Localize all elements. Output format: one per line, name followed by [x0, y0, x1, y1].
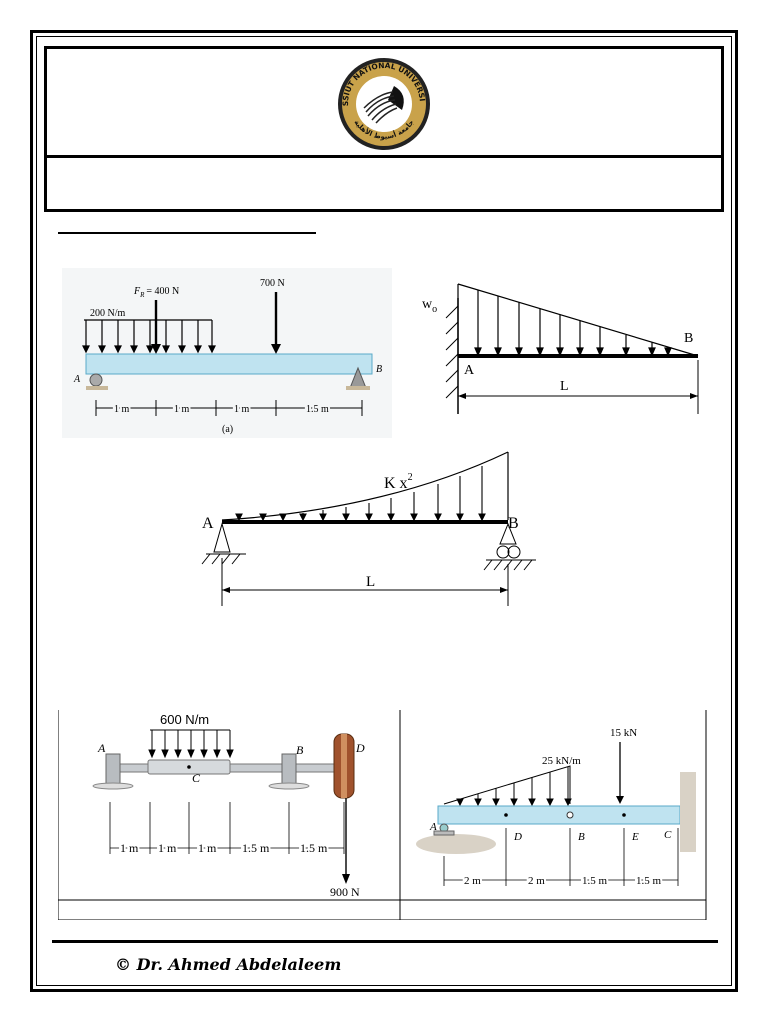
- cantilever-d-label: D: [513, 831, 522, 843]
- shaft-a-label: A: [97, 741, 106, 755]
- cantilever-e-label: E: [631, 831, 639, 843]
- cantilever-dist-load-label: 25 kN/m: [542, 755, 581, 767]
- bearing-b: [281, 753, 297, 785]
- logo-emblem-icon: [363, 86, 404, 124]
- length-label: L: [366, 574, 375, 590]
- distributed-load-arrows: [82, 319, 216, 354]
- cantilever-beam: [437, 805, 681, 825]
- bottom-figure-table: 600 N/m A B C D 900 N: [58, 710, 707, 920]
- end-a-label: A: [464, 363, 475, 378]
- shaft-b-label: B: [296, 743, 304, 757]
- cantilever-a-label: A: [429, 821, 437, 833]
- end-a-label: A: [202, 515, 214, 532]
- shaft-load-arrows: [148, 730, 234, 759]
- shaft-dim-5: 1.5 m: [300, 841, 328, 855]
- parabolic-load-exp: 2: [408, 472, 413, 483]
- resultant-value: = 400 N: [146, 286, 179, 297]
- resultant-sub: R: [139, 291, 145, 299]
- svg-text:FR= 400 N: FR= 400 N: [133, 286, 179, 299]
- shaft-dim-4: 1.5 m: [242, 841, 270, 855]
- page-border-inner: [36, 36, 732, 986]
- header-divider: [44, 155, 724, 158]
- fixed-wall-c: [680, 772, 696, 852]
- pin-support-a: [201, 522, 246, 565]
- cantilever-b-label: B: [578, 831, 585, 843]
- shaft-dist-load-label: 600 N/m: [160, 712, 209, 727]
- point-load-arrow: [271, 292, 281, 354]
- parabolic-load-arrows: [235, 466, 486, 522]
- svg-text:wo: wo: [422, 297, 437, 315]
- cantilever-point-load-label: 15 kN: [610, 727, 637, 739]
- footer-copyright: © Dr. Ahmed Abdelaleem: [115, 955, 342, 974]
- figure-cantilever: 15 kN 25 kN/m A D B E C: [416, 727, 696, 889]
- point-load-label: 700 N: [260, 278, 285, 289]
- cantilever-load-arrows: [456, 767, 572, 807]
- hanging-load-label: 900 N: [330, 885, 360, 899]
- length-label: L: [560, 379, 569, 394]
- page-border-outer: [30, 30, 738, 992]
- cantilever-c-label: C: [664, 829, 672, 841]
- header-box: [44, 46, 724, 212]
- ground-a: [416, 834, 496, 854]
- roller-support-b: [483, 522, 536, 571]
- shaft-d-label: D: [355, 741, 365, 755]
- support-a-label: A: [73, 374, 81, 385]
- resultant-label: F: [133, 286, 141, 297]
- roller-support-a: [89, 373, 103, 387]
- cantilever-dim-1: 2 m: [464, 875, 481, 887]
- shaft-dim-1: 1 m: [120, 841, 139, 855]
- dim-a-1: 1 m: [114, 404, 130, 415]
- dim-a-3: 1 m: [234, 404, 250, 415]
- figure-parabolic-load: K x2 A B L: [201, 451, 536, 606]
- hanging-load-arrow: [342, 874, 350, 884]
- shaft-dim-3: 1 m: [198, 841, 217, 855]
- cantilever-dim-3: 1.5 m: [582, 875, 608, 887]
- shaft-dim-2: 1 m: [158, 841, 177, 855]
- triangular-load-label: w: [422, 297, 433, 312]
- footer-rule: [52, 940, 718, 943]
- dim-a-2: 1 m: [174, 404, 190, 415]
- cantilever-dim-2: 2 m: [528, 875, 545, 887]
- parabolic-load-label: K x: [384, 475, 408, 492]
- svg-text:K x2: K x2: [384, 472, 413, 492]
- shaft-c-label: C: [192, 771, 201, 785]
- end-b-label: B: [684, 331, 693, 346]
- end-b-label: B: [508, 515, 519, 532]
- cantilever-point-load-arrow: [616, 796, 624, 804]
- triangular-load-arrows: [474, 290, 672, 357]
- resultant-force-arrow: [151, 300, 161, 354]
- dist-load-label: 200 N/m: [90, 308, 126, 319]
- figure-shaft: 600 N/m A B C D 900 N: [92, 712, 365, 899]
- dim-a-4: 1.5 m: [306, 404, 329, 415]
- support-b-label: B: [376, 364, 382, 375]
- beam: [85, 353, 373, 375]
- figure-beam-a: FR= 400 N 200 N/m 700 N A B 1 m 1 m 1 m …: [62, 268, 392, 438]
- section-underline: [58, 232, 316, 234]
- bearing-a: [105, 753, 121, 785]
- cantilever-dim-4: 1.5 m: [636, 875, 662, 887]
- triangular-load-sub: o: [432, 304, 437, 315]
- figure-caption: (a): [222, 424, 233, 435]
- university-logo: ASSIUT NATIONAL UNIVERSITY جامعة أسيوط ا…: [336, 50, 430, 150]
- figure-triangular-load: wo A B L: [422, 283, 699, 414]
